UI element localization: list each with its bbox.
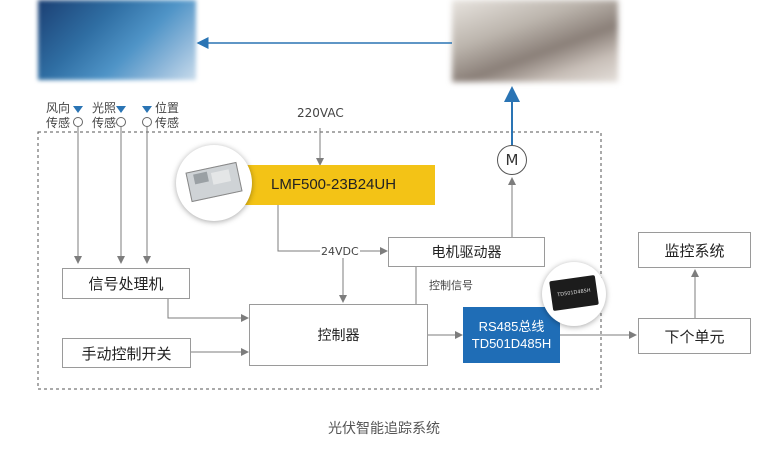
signal-processor-box: 信号处理机 xyxy=(62,268,190,299)
rs485-title: RS485总线 xyxy=(478,319,545,334)
sensor-label-wind: 风向传感 xyxy=(46,101,71,130)
sensor-node-position xyxy=(142,117,152,127)
sensor-label-position: 位置传感 xyxy=(155,101,180,130)
power-supply-photo xyxy=(176,145,252,221)
sensor-node-light xyxy=(116,117,126,127)
solar-panel-image xyxy=(38,0,196,80)
diagram-caption: 光伏智能追踪系统 xyxy=(328,421,440,437)
rs485-module-photo: TD501D485H xyxy=(542,262,606,326)
manual-switch-box: 手动控制开关 xyxy=(62,338,191,368)
tracker-mechanism-image xyxy=(452,0,618,82)
sensor-node-wind xyxy=(73,117,83,127)
sensor-label-light: 光照传感 xyxy=(92,101,117,130)
power-input-label: 220VAC xyxy=(297,106,344,120)
motor-driver-box: 电机驱动器 xyxy=(388,237,545,267)
control-signal-label: 控制信号 xyxy=(429,279,473,292)
dc-output-label: 24VDC xyxy=(320,245,360,258)
motor-icon: M xyxy=(497,145,527,175)
motor-symbol: M xyxy=(505,151,519,169)
sensor-arrow-position xyxy=(142,106,152,113)
rs485-module-label: TD501D485H xyxy=(549,274,599,312)
monitor-system-box: 监控系统 xyxy=(638,232,751,268)
controller-box: 控制器 xyxy=(249,304,428,366)
rs485-box: RS485总线 TD501D485H xyxy=(463,307,560,363)
sensor-arrow-light xyxy=(116,106,126,113)
next-unit-box: 下个单元 xyxy=(638,318,751,354)
rs485-model: TD501D485H xyxy=(471,336,552,351)
system-boundary xyxy=(37,131,602,390)
power-supply-model: LMF500-23B24UH xyxy=(271,176,397,193)
sensor-arrow-wind xyxy=(73,106,83,113)
